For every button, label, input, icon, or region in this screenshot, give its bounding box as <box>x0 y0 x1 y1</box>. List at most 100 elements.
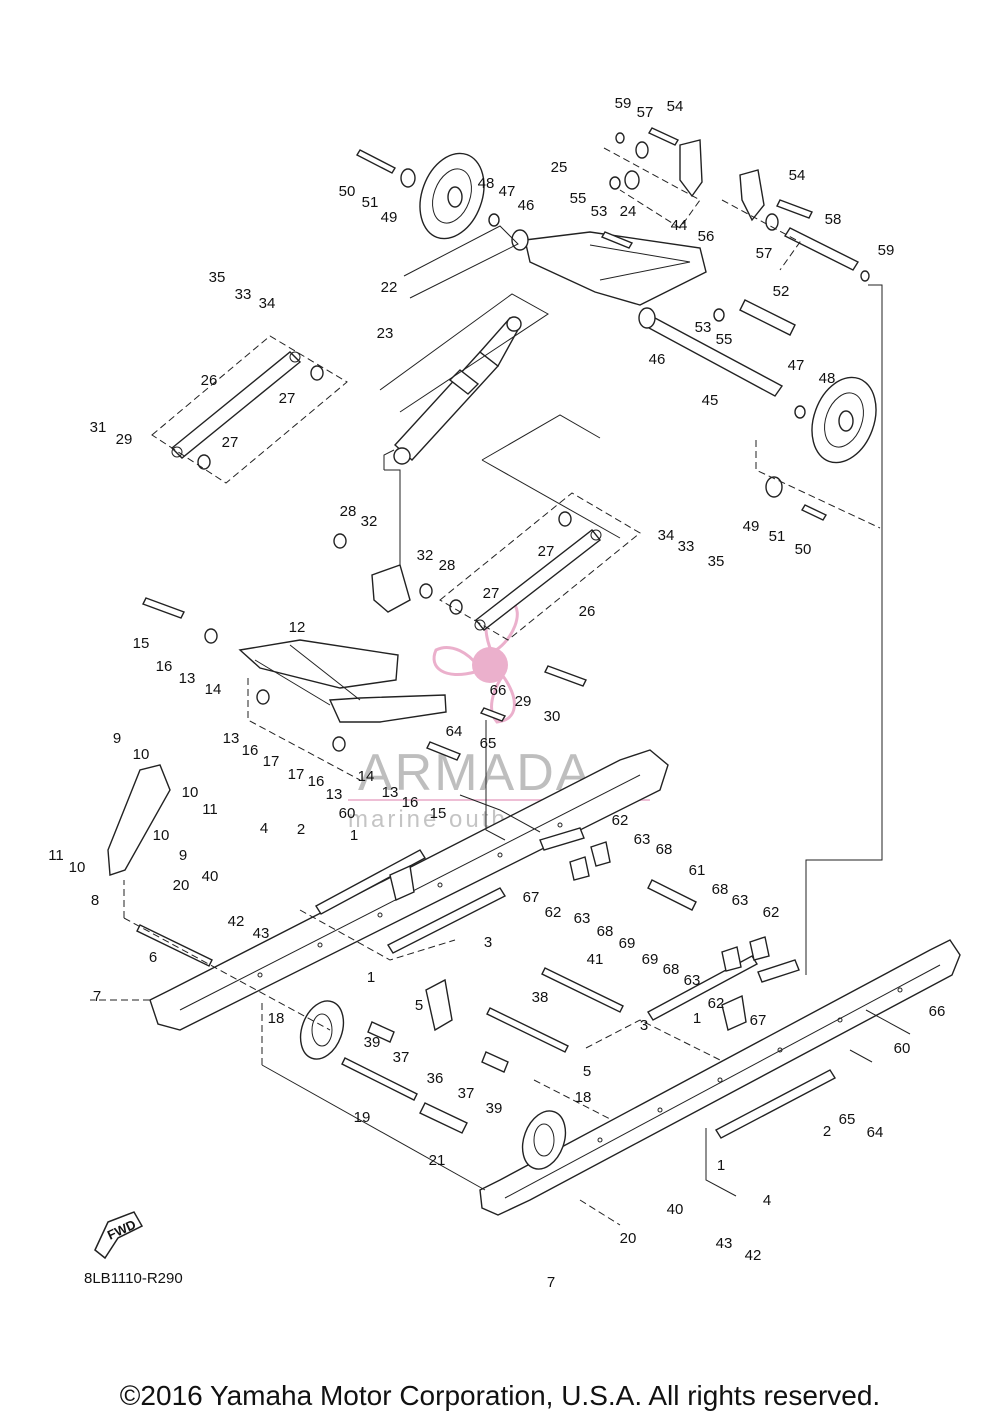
callout-60: 60 <box>894 1040 911 1057</box>
callout-39: 39 <box>364 1034 381 1051</box>
callout-53: 53 <box>591 203 608 220</box>
callout-30: 30 <box>544 708 561 725</box>
callout-39: 39 <box>486 1100 503 1117</box>
callout-44: 44 <box>671 217 688 234</box>
callout-37: 37 <box>458 1085 475 1102</box>
callout-55: 55 <box>716 331 733 348</box>
cross-plates <box>315 849 836 1139</box>
callout-63: 63 <box>732 892 749 909</box>
callout-60: 60 <box>339 805 356 822</box>
shock-absorber <box>383 316 522 572</box>
callout-16: 16 <box>242 742 259 759</box>
collar-52 <box>739 299 796 336</box>
callout-38: 38 <box>532 989 549 1006</box>
callout-3: 3 <box>484 934 492 951</box>
callout-59: 59 <box>615 95 632 112</box>
diagram-code: 8LB1110-R290 <box>84 1270 183 1287</box>
callout-19: 19 <box>354 1109 371 1126</box>
callout-54: 54 <box>667 98 684 115</box>
callout-27: 27 <box>483 585 500 602</box>
callout-13: 13 <box>382 784 399 801</box>
callout-5: 5 <box>583 1063 591 1080</box>
callout-28: 28 <box>439 557 456 574</box>
callout-16: 16 <box>156 658 173 675</box>
callout-33: 33 <box>678 538 695 555</box>
callout-37: 37 <box>393 1049 410 1066</box>
shaft-41 <box>541 967 624 1013</box>
callout-1: 1 <box>693 1010 701 1027</box>
callout-65: 65 <box>839 1111 856 1128</box>
callout-2: 2 <box>297 821 305 838</box>
callout-5: 5 <box>415 997 423 1014</box>
front-arm <box>142 597 587 761</box>
callout-46: 46 <box>518 197 535 214</box>
callout-68: 68 <box>663 961 680 978</box>
callout-42: 42 <box>745 1247 762 1264</box>
callout-51: 51 <box>362 194 379 211</box>
callout-29: 29 <box>116 431 133 448</box>
callout-43: 43 <box>253 925 270 942</box>
callout-47: 47 <box>499 183 516 200</box>
callout-27: 27 <box>222 434 239 451</box>
callout-13: 13 <box>179 670 196 687</box>
callout-13: 13 <box>326 786 343 803</box>
callout-1: 1 <box>350 827 358 844</box>
idler-wheel-left <box>419 152 485 240</box>
callout-32: 32 <box>361 513 378 530</box>
callout-51: 51 <box>769 528 786 545</box>
callout-17: 17 <box>263 753 280 770</box>
callout-42: 42 <box>228 913 245 930</box>
callout-68: 68 <box>597 923 614 940</box>
callout-62: 62 <box>708 995 725 1012</box>
callout-40: 40 <box>202 868 219 885</box>
callout-15: 15 <box>133 635 150 652</box>
rear-arm-assembly <box>356 127 877 521</box>
bracket-54-a <box>679 139 703 198</box>
callout-3: 3 <box>640 1017 648 1034</box>
callout-2: 2 <box>823 1123 831 1140</box>
callout-66: 66 <box>929 1003 946 1020</box>
rail-wheels <box>299 1000 567 1170</box>
callout-69: 69 <box>619 935 636 952</box>
callout-4: 4 <box>763 1192 771 1209</box>
callout-7: 7 <box>93 988 101 1005</box>
callout-57: 57 <box>756 245 773 262</box>
callout-35: 35 <box>209 269 226 286</box>
callout-25: 25 <box>551 159 568 176</box>
callout-56: 56 <box>698 228 715 245</box>
callout-49: 49 <box>381 209 398 226</box>
callout-13: 13 <box>223 730 240 747</box>
callout-21: 21 <box>429 1152 446 1169</box>
callout-63: 63 <box>684 972 701 989</box>
callout-10: 10 <box>69 859 86 876</box>
callout-27: 27 <box>279 390 296 407</box>
callout-26: 26 <box>579 603 596 620</box>
callout-22: 22 <box>381 279 398 296</box>
callout-9: 9 <box>179 847 187 864</box>
copyright-notice: ©2016 Yamaha Motor Corporation, U.S.A. A… <box>119 1380 881 1411</box>
collar-21 <box>419 1102 468 1134</box>
callout-68: 68 <box>712 881 729 898</box>
callout-48: 48 <box>478 175 495 192</box>
fwd-arrow-icon: FWD <box>94 1211 144 1260</box>
callout-41: 41 <box>587 951 604 968</box>
callout-28: 28 <box>340 503 357 520</box>
callout-11: 11 <box>48 847 64 864</box>
callout-16: 16 <box>308 773 325 790</box>
idler-wheel-right <box>811 376 877 464</box>
callout-34: 34 <box>259 295 276 312</box>
callout-45: 45 <box>702 392 719 409</box>
callout-8: 8 <box>91 892 99 909</box>
callout-52: 52 <box>773 283 790 300</box>
callout-7: 7 <box>547 1274 555 1291</box>
shaft-19 <box>341 1057 418 1101</box>
callout-61: 61 <box>689 862 706 879</box>
callout-69: 69 <box>642 951 659 968</box>
callout-32: 32 <box>417 547 434 564</box>
callout-15: 15 <box>430 805 447 822</box>
shaft-61 <box>647 879 697 911</box>
callout-59: 59 <box>878 242 895 259</box>
callout-33: 33 <box>235 286 252 303</box>
